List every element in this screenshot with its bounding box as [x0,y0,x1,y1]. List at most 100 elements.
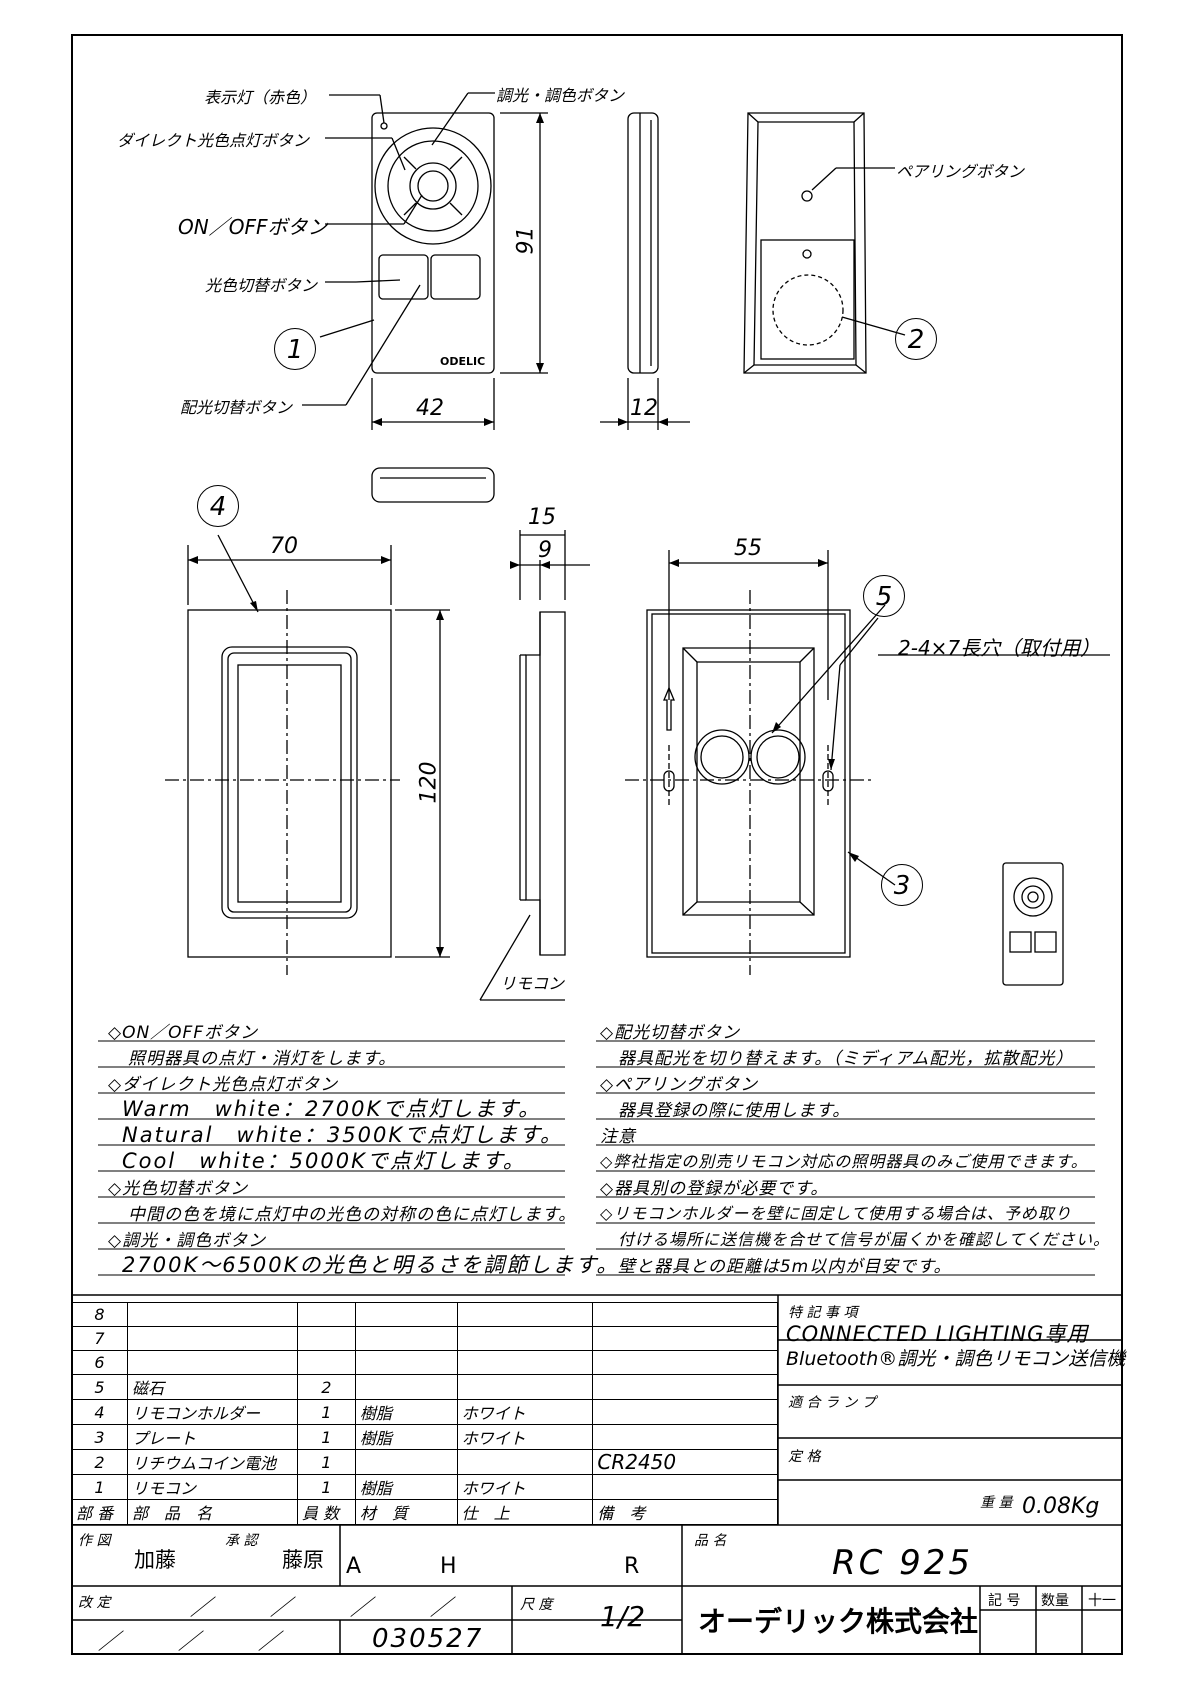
note-left-4: Natural white：3500Kで点灯します。 [122,1123,564,1147]
part-remarks [592,1326,778,1351]
header-qty: 員 数 [296,1499,356,1525]
scale-label: 尺 度 [520,1597,553,1613]
label-dimming-button: 調光・調色ボタン [496,86,625,105]
part-finish [456,1374,594,1400]
spec-line-2: Bluetooth®調光・調色リモコン送信機 [786,1348,1126,1370]
dim-holder-depth-inner: 9 [538,538,552,563]
part-qty: 1 [296,1399,356,1425]
part-no: 2 [71,1449,128,1475]
note-right-9: 壁と器具との距離は5m以内が目安です。 [618,1257,952,1277]
dim-remote-depth: 12 [630,396,658,421]
brand-mark: ODELIC [440,355,486,368]
part-qty [296,1302,356,1327]
part-remarks [592,1399,778,1425]
note-right-4: 注意 [600,1127,636,1147]
part-material: 樹脂 [354,1399,458,1425]
note-right-5: ◇弊社指定の別売リモコン対応の照明器具のみご使用できます。 [600,1152,1088,1171]
note-left-6: ◇光色切替ボタン [108,1179,249,1199]
quantity-value: 十一 [1088,1593,1116,1609]
part-qty: 2 [296,1374,356,1400]
part-name [126,1350,298,1375]
part-material [354,1374,458,1400]
part-number-2: 2 [895,318,937,360]
part-name: リモコン [126,1474,298,1500]
part-no: 8 [71,1302,128,1327]
drawing-frame [71,34,1123,1655]
grade-h: H [440,1554,457,1579]
part-qty: 1 [296,1424,356,1450]
approved-by: 藤原 [282,1548,324,1572]
note-right-8: 付ける場所に送信機を合せて信号が届くかを確認してください。 [618,1230,1111,1249]
note-right-2: ◇ペアリングボタン [600,1075,759,1095]
remote-top-view [371,467,495,503]
product-name: RC 925 [832,1543,974,1583]
dim-remote-height: 91 [513,226,539,255]
drawing-date: 030527 [372,1624,484,1654]
note-right-1: 器具配光を切り替えます。（ミディアム配光，拡散配光） [618,1049,1074,1069]
part-material [354,1350,458,1375]
weight-value: 0.08Kg [1022,1494,1100,1519]
symbol-label: 記 号 [988,1593,1021,1609]
header-material: 材 質 [354,1499,458,1525]
plate [651,613,846,954]
quantity-label: 数量 [1041,1593,1069,1609]
part-number-5: 5 [863,575,905,617]
part-material [354,1326,458,1351]
note-left-2: ◇ダイレクト光色点灯ボタン [108,1075,339,1095]
note-right-3: 器具登録の際に使用します。 [618,1101,851,1121]
product-label: 品 名 [694,1533,727,1549]
label-pairing-button: ペアリングボタン [896,162,1025,181]
part-finish [456,1449,594,1475]
battery-outline [772,274,844,346]
spec-label: 特 記 事 項 [788,1305,858,1321]
magnet-right [750,729,806,785]
dim-holder-width: 70 [270,534,298,559]
part-name: プレート [126,1424,298,1450]
grade-r: R [624,1554,640,1579]
weight-label: 重 量 [980,1495,1013,1511]
label-onoff-button: ON／OFFボタン [178,215,328,239]
note-left-7: 中間の色を境に点灯中の光色の対称の色に点灯します。 [128,1205,577,1225]
holder-back-view [646,609,851,958]
dim-holder-depth-total: 15 [528,505,556,530]
part-remarks [592,1302,778,1327]
part-finish [456,1350,594,1375]
remote-illustration [1002,862,1064,986]
part-number-4: 4 [197,485,239,527]
part-no: 6 [71,1350,128,1375]
part-finish: ホワイト [456,1399,594,1425]
part-remarks [592,1374,778,1400]
approved-label: 承 認 [225,1533,258,1549]
note-left-8: ◇調光・調色ボタン [108,1231,267,1251]
remote-side-view [627,112,659,374]
label-distribution-button: 配光切替ボタン [180,398,293,417]
part-no: 3 [71,1424,128,1450]
dim-plate-pitch: 55 [734,536,762,561]
note-left-1: 照明器具の点灯・消灯をします。 [128,1049,397,1069]
battery-cover [760,239,855,360]
note-right-0: ◇配光切替ボタン [600,1023,741,1043]
note-right-6: ◇器具別の登録が必要です。 [600,1179,829,1199]
label-remote: リモコン [500,974,565,993]
dim-holder-height: 120 [416,761,442,804]
part-no: 4 [71,1399,128,1425]
part-name: 磁石 [126,1374,298,1400]
grade-a: A [346,1554,362,1579]
table-row: 7 [71,1326,778,1351]
note-right-7: ◇リモコンホルダーを壁に固定して使用する場合は、予め取り [600,1204,1072,1223]
part-finish [456,1326,594,1351]
onoff-button-icon [409,162,457,210]
indicator-lamp-icon [380,122,388,130]
part-remarks [592,1474,778,1500]
revision-slashes: ／／／／ [190,1596,511,1621]
part-name: リモコンホルダー [126,1399,298,1425]
header-no: 部 番 [71,1499,128,1525]
part-number-1: 1 [274,328,316,370]
dial-outer [374,127,492,245]
spec-line-1: CONNECTED LIGHTING専用 [786,1322,1089,1346]
